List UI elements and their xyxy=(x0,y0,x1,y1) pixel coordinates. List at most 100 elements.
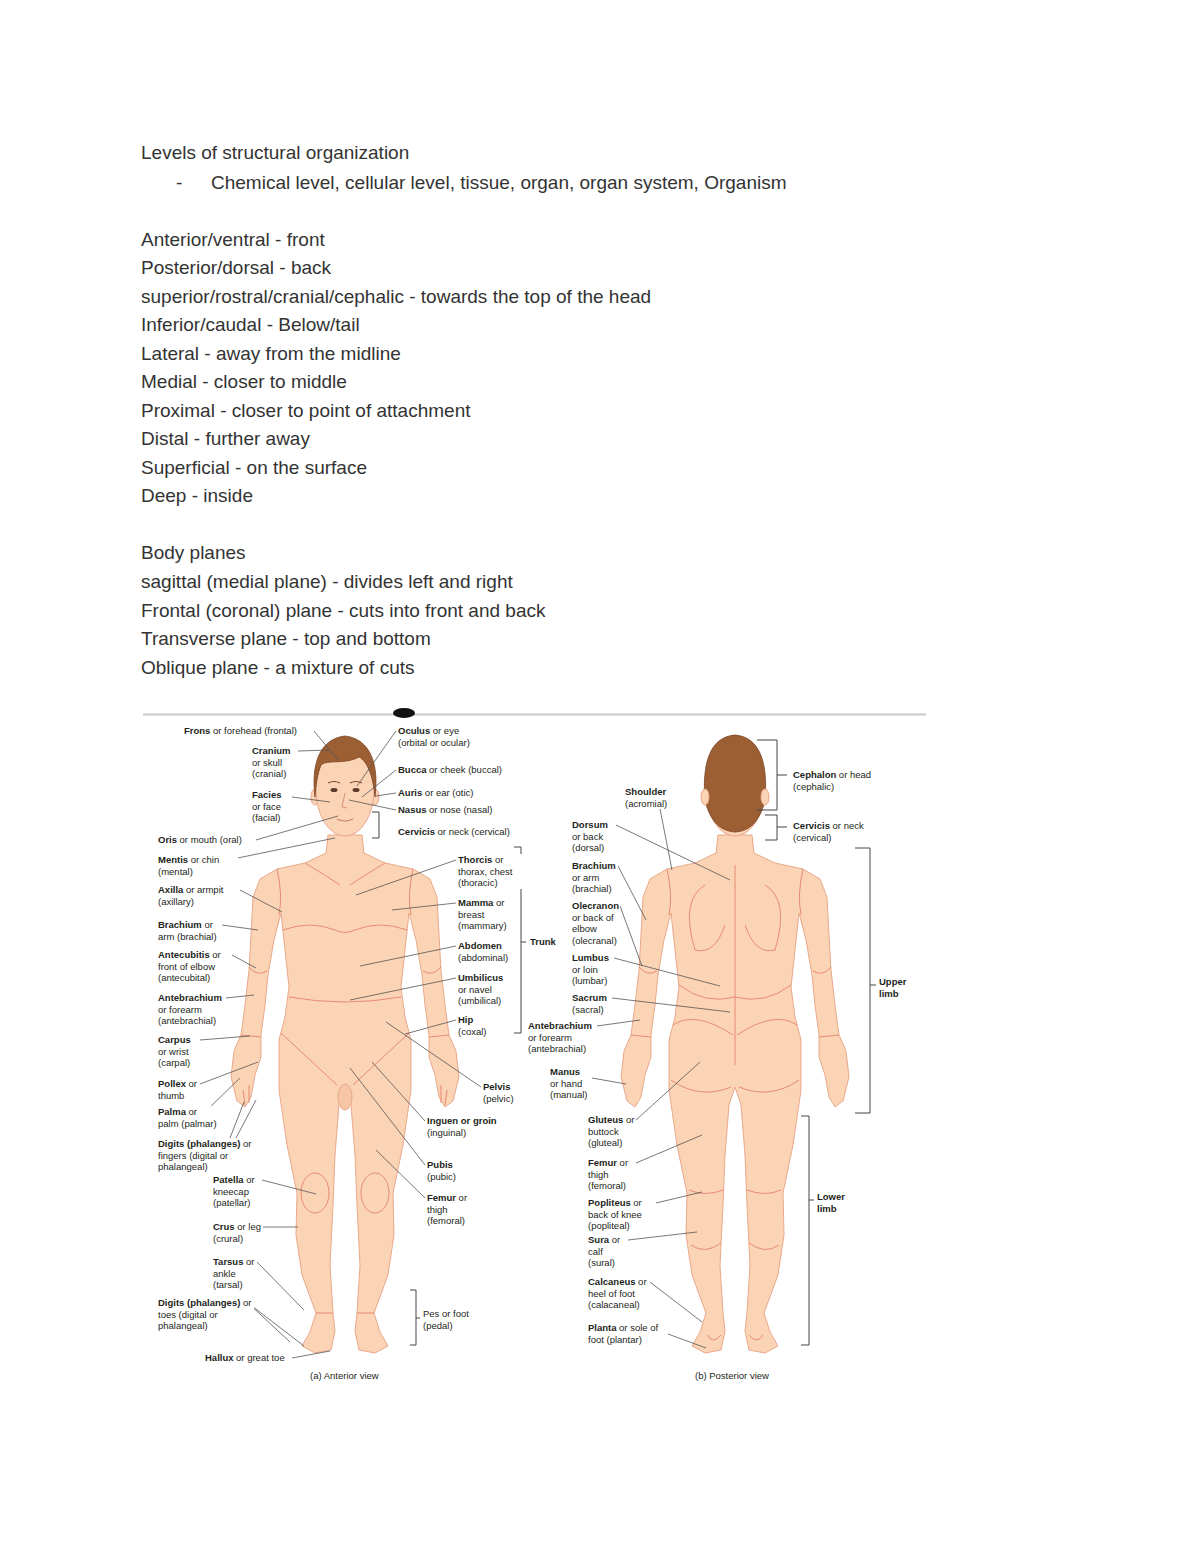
note-line: Medial - closer to middle xyxy=(141,371,347,393)
region-label: Aurisor ear (otic) xyxy=(398,787,473,799)
term-label: Hip xyxy=(458,1014,473,1026)
note-line: Superficial - on the surface xyxy=(141,457,367,479)
anterior-groin-detail xyxy=(338,1084,352,1110)
eyebrows xyxy=(328,782,362,784)
brackets xyxy=(372,740,876,1345)
anterior-figure xyxy=(231,736,459,1353)
term-description: (abdominal) xyxy=(458,952,508,963)
region-label: (a) Anterior view xyxy=(310,1370,379,1382)
term-label: Cervicis xyxy=(398,826,435,838)
term-description: or ear (otic) xyxy=(425,787,474,798)
term-label: Facies xyxy=(252,789,282,801)
term-description: or nose (nasal) xyxy=(429,804,492,815)
term-label: Trunk xyxy=(530,936,556,948)
term-label: Mentis xyxy=(158,854,188,866)
region-label: Axillaor armpit (axillary) xyxy=(158,884,240,907)
note-line: Frontal (coronal) plane - cuts into fron… xyxy=(141,600,545,622)
region-label: Faciesor face (facial) xyxy=(252,789,292,824)
term-label: Bucca xyxy=(398,764,427,776)
term-description: (b) Posterior view xyxy=(695,1370,769,1381)
note-line: Transverse plane - top and bottom xyxy=(141,628,431,650)
note-text: Oblique plane - a mixture of cuts xyxy=(141,657,415,678)
region-label: Pollexor thumb xyxy=(158,1078,200,1101)
note-text: Transverse plane - top and bottom xyxy=(141,628,431,649)
term-label: Femur xyxy=(427,1192,456,1204)
note-line: Lateral - away from the midline xyxy=(141,343,401,365)
term-label: Olecranon xyxy=(572,900,619,912)
region-label: Nasusor nose (nasal) xyxy=(398,804,492,816)
posterior-body xyxy=(621,835,849,1353)
region-label: Antecubitisor front of elbow (antecubita… xyxy=(158,949,230,984)
term-label: Gluteus xyxy=(588,1114,623,1126)
term-description: or wrist (carpal) xyxy=(158,1046,190,1069)
region-label: Inguen or groin(inguinal) xyxy=(427,1115,507,1138)
note-text: Superficial - on the surface xyxy=(141,457,367,478)
region-label: Craniumor skull (cranial) xyxy=(252,745,296,780)
region-label: Crusor leg (crural) xyxy=(213,1221,263,1244)
term-label: Planta xyxy=(588,1322,617,1334)
region-label: Dorsumor back (dorsal) xyxy=(572,819,614,854)
region-label: Mentisor chin (mental) xyxy=(158,854,238,877)
note-text: Deep - inside xyxy=(141,485,253,506)
term-description: (pelvic) xyxy=(483,1093,514,1104)
region-label: Manusor hand (manual) xyxy=(550,1066,590,1101)
note-line: Anterior/ventral - front xyxy=(141,229,325,251)
term-label: Nasus xyxy=(398,804,427,816)
term-description: or mouth (oral) xyxy=(180,834,242,845)
region-label: Umbilicusor navel (umbilical) xyxy=(458,972,508,1007)
region-label: Antebrachiumor forearm (antebrachial) xyxy=(528,1020,594,1055)
term-description: or cheek (buccal) xyxy=(429,764,502,775)
term-label: Femur xyxy=(588,1157,617,1169)
region-label: Olecranonor back of elbow (olecranal) xyxy=(572,900,620,946)
hair xyxy=(704,735,765,832)
term-label: Axilla xyxy=(158,884,183,896)
term-description: or face (facial) xyxy=(252,801,281,824)
term-description: or forehead (frontal) xyxy=(213,725,297,736)
term-label: Popliteus xyxy=(588,1197,631,1209)
note-text: sagittal (medial plane) - divides left a… xyxy=(141,571,513,592)
note-line: Posterior/dorsal - back xyxy=(141,257,331,279)
note-text: Medial - closer to middle xyxy=(141,371,347,392)
note-line: Levels of structural organization xyxy=(141,142,409,164)
term-label: Upper limb xyxy=(879,976,908,999)
term-label: Brachium xyxy=(572,860,616,872)
term-label: Pelvis xyxy=(483,1081,510,1093)
term-label: Cranium xyxy=(252,745,291,757)
kneecap-outline xyxy=(301,1173,329,1213)
note-line: Distal - further away xyxy=(141,428,310,450)
term-label: Cervicis xyxy=(793,820,830,832)
term-label: Thorcis xyxy=(458,854,492,866)
term-description: or neck (cervical) xyxy=(438,826,510,837)
eye xyxy=(353,788,360,792)
nose xyxy=(342,793,347,808)
term-label: Antebrachium xyxy=(158,992,222,1004)
region-label: Lower limb xyxy=(817,1191,849,1214)
top-rule xyxy=(143,714,926,716)
note-text: Frontal (coronal) plane - cuts into fron… xyxy=(141,600,545,621)
term-description: or hand (manual) xyxy=(550,1078,588,1101)
region-label: Pelvis(pelvic) xyxy=(483,1081,519,1104)
note-line: Oblique plane - a mixture of cuts xyxy=(141,657,415,679)
region-label: Pubis(pubic) xyxy=(427,1159,463,1182)
term-description: or forearm (antebrachial) xyxy=(158,1004,216,1027)
term-label: Pubis xyxy=(427,1159,453,1171)
region-label: Digits (phalanges)or fingers (digital or… xyxy=(158,1138,258,1173)
note-line: Inferior/caudal - Below/tail xyxy=(141,314,360,336)
term-label: Umbilicus xyxy=(458,972,503,984)
region-label: Brachiumor arm (brachial) xyxy=(572,860,617,895)
region-label: Patellaor kneecap (patellar) xyxy=(213,1174,259,1209)
note-line: Body planes xyxy=(141,542,246,564)
term-label: Digits (phalanges) xyxy=(158,1297,240,1309)
region-label: Halluxor great toe xyxy=(205,1352,285,1364)
region-label: Pes or foot (pedal) xyxy=(423,1308,475,1331)
term-label: Mamma xyxy=(458,897,493,909)
term-label: Frons xyxy=(184,725,210,737)
note-line: Chemical level, cellular level, tissue, … xyxy=(211,172,787,194)
term-description: (a) Anterior view xyxy=(310,1370,379,1381)
note-text: - xyxy=(176,172,182,193)
ear xyxy=(701,789,709,805)
term-label: Inguen or groin xyxy=(427,1115,497,1127)
term-label: Lumbus xyxy=(572,952,609,964)
